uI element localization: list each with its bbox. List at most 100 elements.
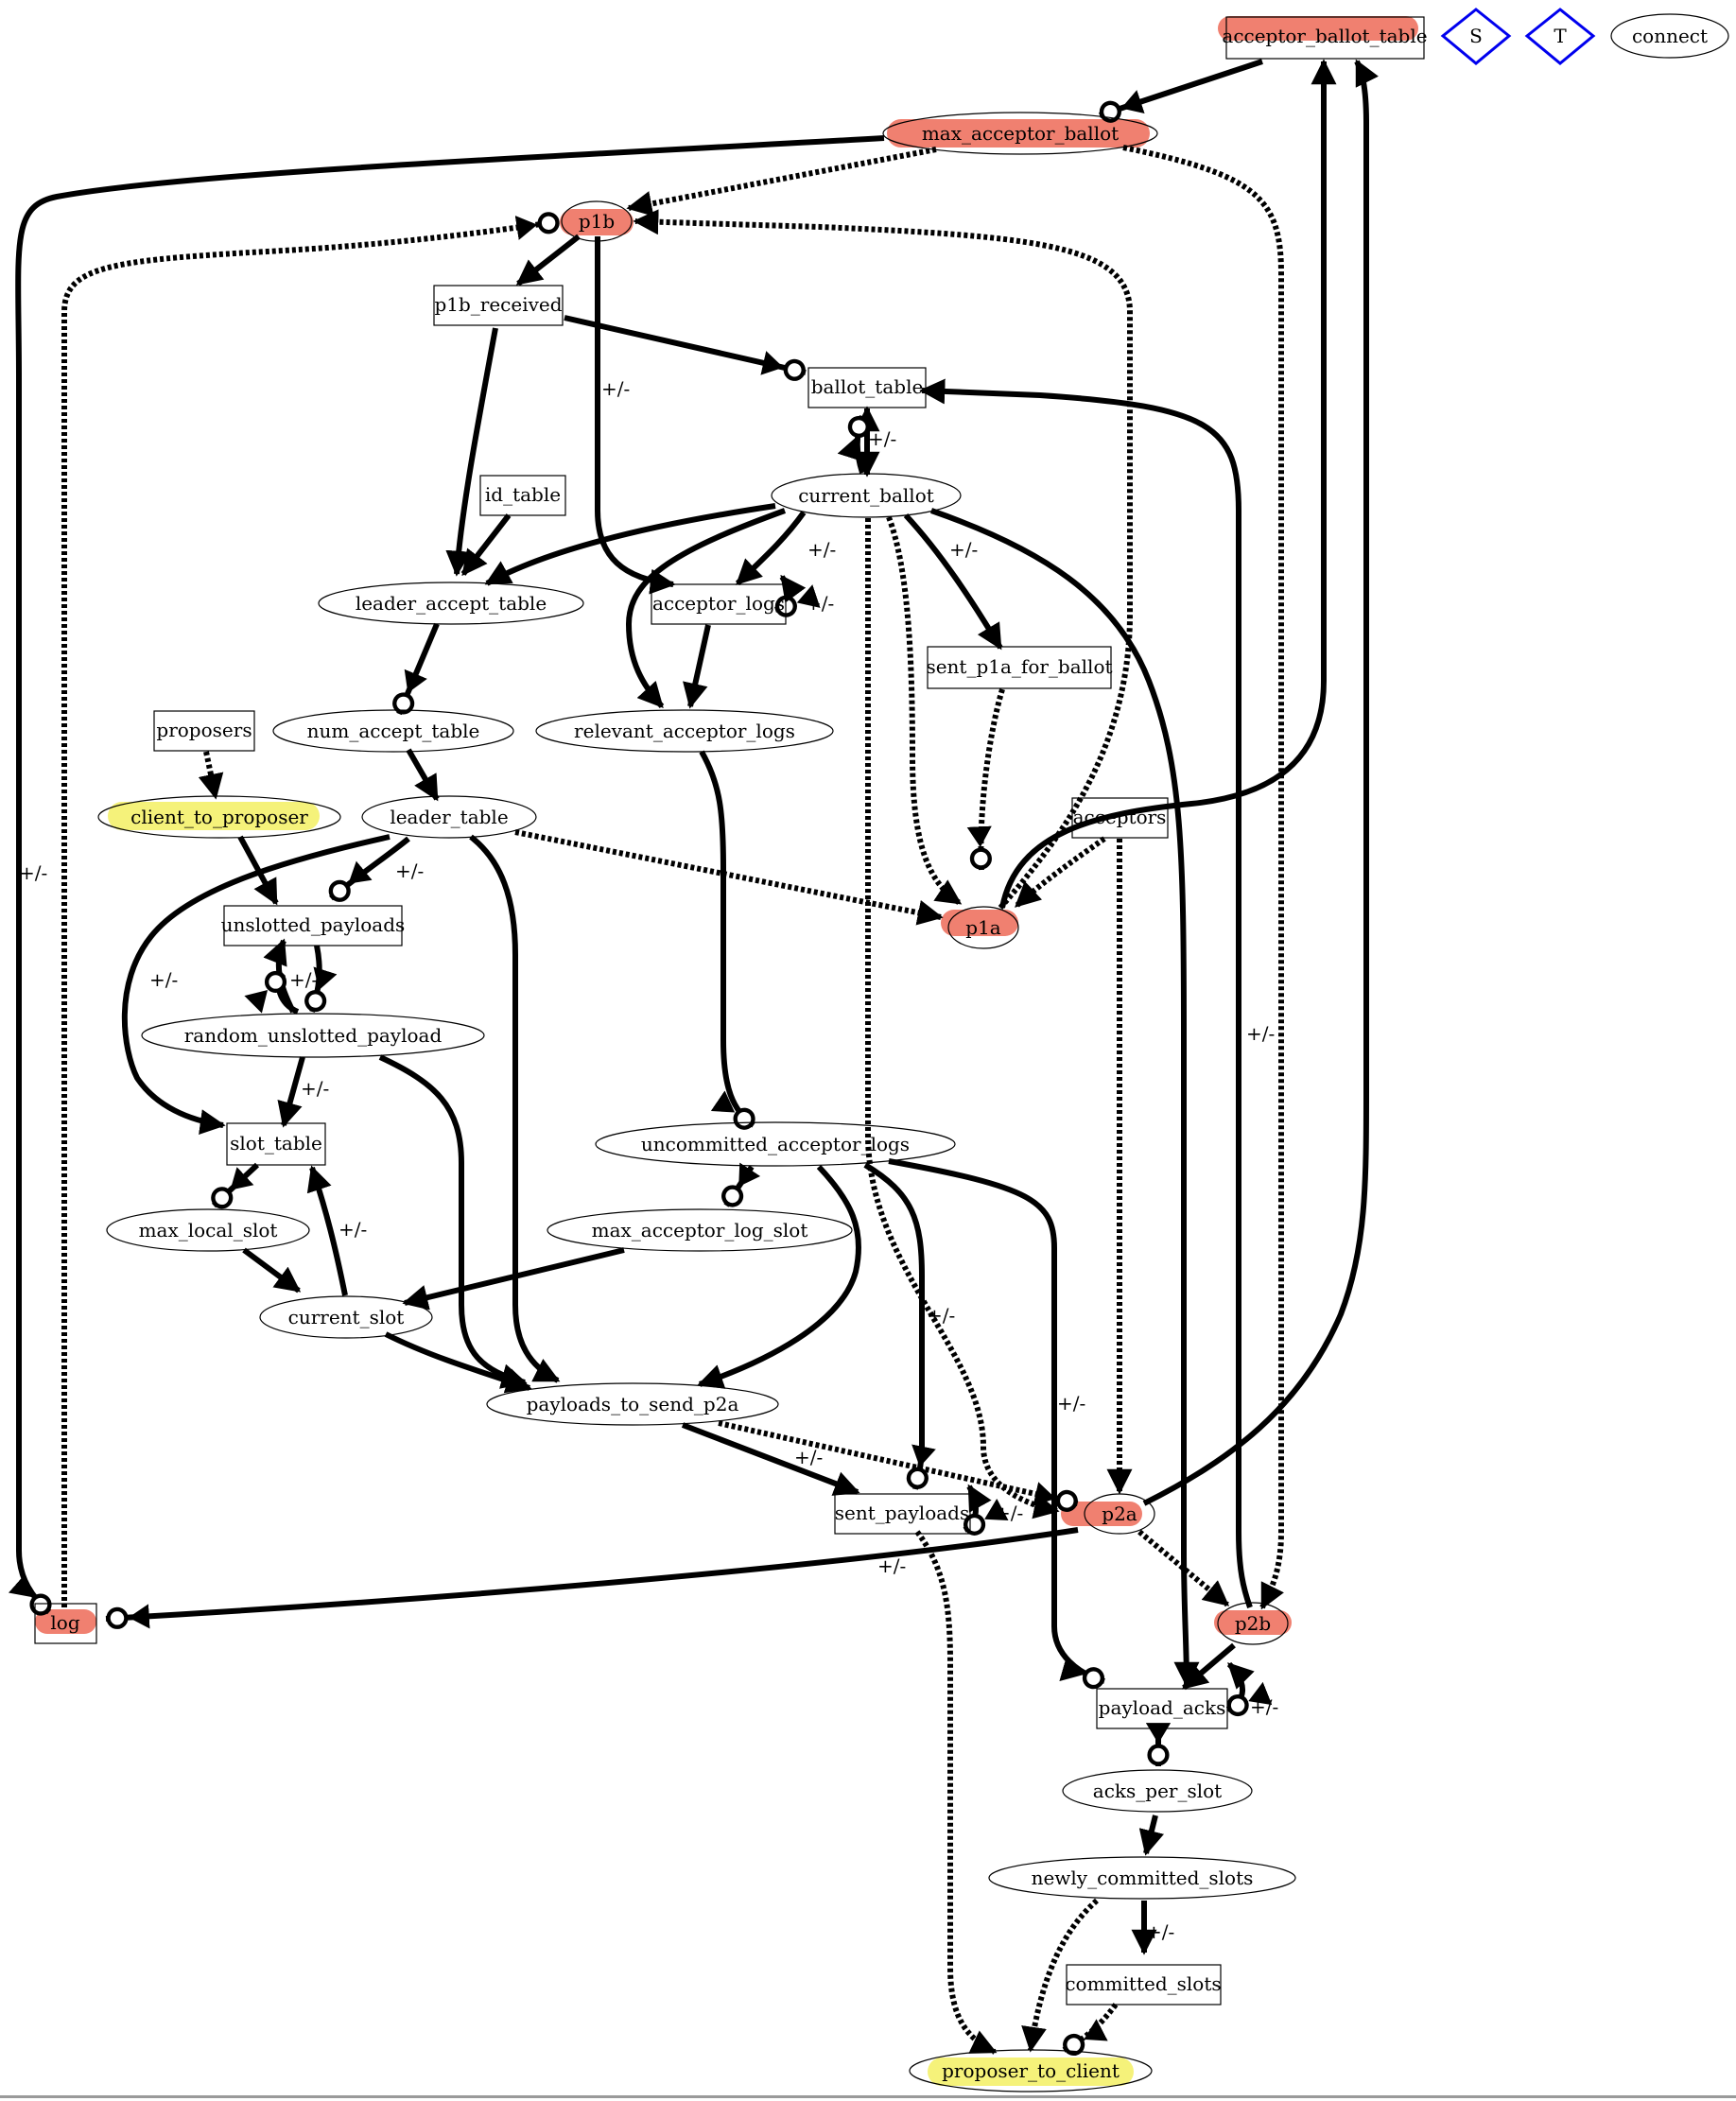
edge-label: +/- (19, 861, 47, 884)
node-label: client_to_proposer (130, 806, 308, 828)
node-p2a[interactable]: p2a (1084, 1493, 1155, 1535)
node-max-acceptor-ballot[interactable]: max_acceptor_ballot (882, 112, 1158, 155)
edge-p2a-to-log (105, 1527, 1079, 1629)
edge-p2b-to-ballot-table (919, 378, 1253, 1608)
node-acceptors[interactable]: acceptors (1071, 797, 1169, 839)
node-acceptor-ballot-table[interactable]: acceptor_ballot_table (1222, 16, 1428, 60)
node-slot-table[interactable]: slot_table (226, 1122, 326, 1166)
edge-sent-payloads-to-proposer-to-client (914, 1530, 998, 2055)
edge-current-ballot-to-p1a (886, 515, 963, 906)
legend-label: S (1469, 25, 1483, 47)
node-label: sent_p1a_for_ballot (926, 655, 1112, 678)
edge-current-ballot-to-payload-acks (930, 508, 1200, 1688)
edge-proposers-to-client-to-proposer (198, 751, 224, 800)
edge-acceptor-ballot-table-to-max-acceptor-ballot (1099, 59, 1263, 123)
edge-max-acceptor-ballot-to-log (8, 135, 885, 1616)
node-relevant-acceptor-logs[interactable]: relevant_acceptor_logs (535, 709, 834, 753)
node-payloads-to-send-p2a[interactable]: payloads_to_send_p2a (486, 1382, 779, 1426)
node-ballot-table[interactable]: ballot_table (807, 367, 927, 408)
bottom-divider (0, 2095, 1736, 2098)
node-newly-committed-slots[interactable]: newly_committed_slots (988, 1856, 1296, 1900)
node-acks-per-slot[interactable]: acks_per_slot (1062, 1769, 1253, 1813)
node-p2b[interactable]: p2b (1217, 1602, 1289, 1645)
edge-leader-accept-to-num-accept (392, 622, 440, 716)
node-label: acceptor_ballot_table (1222, 25, 1427, 47)
edge-random-to-payloads-to-send (378, 1054, 528, 1389)
edge-label: +/- (877, 1554, 906, 1577)
node-p1b[interactable]: p1b (561, 200, 633, 242)
node-unslotted-payloads[interactable]: unslotted_payloads (221, 905, 406, 946)
edge-acceptor-logs-to-relevant (683, 624, 711, 709)
edge-label: +/- (1246, 1022, 1275, 1045)
edge-label: +/- (601, 377, 630, 400)
node-num-accept-table[interactable]: num_accept_table (272, 709, 514, 753)
edge-unslotted-to-random (304, 945, 338, 1013)
node-label: payload_acks (1099, 1696, 1226, 1719)
node-label: current_ballot (798, 484, 934, 507)
node-p1b-received[interactable]: p1b_received (433, 285, 564, 326)
edge-uncommitted-to-sent-payloads (863, 1162, 936, 1490)
node-label: sent_payloads (835, 1502, 969, 1524)
edge-current-ballot-to-acceptor-logs (735, 511, 807, 586)
node-label: p2b (1235, 1612, 1271, 1635)
edge-uncommitted-to-max-acceptor-log-slot (721, 1162, 761, 1207)
node-leader-table[interactable]: leader_table (361, 795, 537, 839)
node-label: max_acceptor_log_slot (592, 1219, 808, 1242)
highlight-marks (35, 16, 1418, 2086)
edge-label: +/- (1250, 1695, 1278, 1718)
edges (8, 59, 1379, 2057)
edge-uncommitted-to-payload-acks (888, 1158, 1105, 1690)
node-proposers[interactable]: proposers (153, 710, 255, 752)
node-label: leader_accept_table (356, 592, 547, 615)
node-label: max_acceptor_ballot (922, 122, 1119, 145)
node-current-ballot[interactable]: current_ballot (771, 473, 962, 518)
node-label: num_accept_table (307, 720, 480, 742)
node-max-acceptor-log-slot[interactable]: max_acceptor_log_slot (547, 1208, 853, 1252)
edge-p1a-to-acceptor-ballot-table (999, 59, 1337, 909)
node-label: slot_table (230, 1132, 322, 1155)
node-label: p1b_received (434, 293, 562, 316)
node-sent-payloads[interactable]: sent_payloads (834, 1493, 971, 1535)
edge-committed-slots-to-proposer-to-client (1062, 2003, 1119, 2057)
node-max-local-slot[interactable]: max_local_slot (106, 1208, 310, 1252)
node-id-table[interactable]: id_table (479, 475, 566, 516)
node-label: acceptors (1073, 806, 1167, 828)
nodes: acceptor_ballot_table p1b_received ballo… (34, 8, 1729, 2092)
node-committed-slots[interactable]: committed_slots (1065, 1964, 1222, 2006)
node-p1a[interactable]: p1a (947, 906, 1019, 949)
edge-label: +/- (1057, 1392, 1085, 1415)
edge-label: +/- (806, 592, 834, 615)
edge-payloads-to-send-to-p2a (718, 1420, 1079, 1512)
edge-label: +/- (927, 1304, 955, 1327)
edge-label: +/- (395, 860, 424, 882)
node-payload-acks[interactable]: payload_acks (1096, 1688, 1228, 1729)
node-log[interactable]: log (34, 1603, 97, 1644)
node-label: proposers (156, 719, 252, 741)
node-sent-p1a-for-ballot[interactable]: sent_p1a_for_ballot (926, 646, 1113, 689)
node-label: unslotted_payloads (221, 913, 406, 936)
node-label: ballot_table (811, 375, 924, 398)
edge-label: +/- (995, 1502, 1023, 1524)
node-current-slot[interactable]: current_slot (259, 1295, 433, 1339)
edge-relevant-to-uncommitted (699, 750, 755, 1130)
node-label: acceptor_logs (652, 592, 785, 615)
edge-current-slot-to-slot-table (306, 1165, 348, 1296)
node-label: p1b (579, 210, 615, 233)
edge-id-table-to-leader-accept-table (460, 513, 512, 577)
node-proposer-to-client[interactable]: proposer_to_client (909, 2049, 1153, 2092)
node-label: newly_committed_slots (1032, 1867, 1254, 1889)
edge-label: +/- (301, 1077, 329, 1100)
edge-uncommitted-to-payloads-to-send (697, 1164, 861, 1389)
edge-p1b-received-to-ballot-table (564, 315, 807, 381)
edge-labels: +/- +/- +/- +/- +/- +/- +/- +/- +/- +/- … (19, 377, 1278, 1943)
node-acceptor-logs[interactable]: acceptor_logs (651, 583, 787, 625)
node-uncommitted-acceptor-logs[interactable]: uncommitted_acceptor_logs (595, 1121, 956, 1167)
node-label: proposer_to_client (942, 2059, 1120, 2082)
node-random-unslotted-payload[interactable]: random_unslotted_payload (141, 1013, 485, 1058)
node-client-to-proposer[interactable]: client_to_proposer (97, 795, 341, 839)
edge-unslotted-self (244, 970, 300, 1015)
edge-p2a-to-p2b (1137, 1529, 1230, 1607)
node-label: leader_table (390, 806, 508, 828)
node-leader-accept-table[interactable]: leader_accept_table (318, 582, 584, 625)
